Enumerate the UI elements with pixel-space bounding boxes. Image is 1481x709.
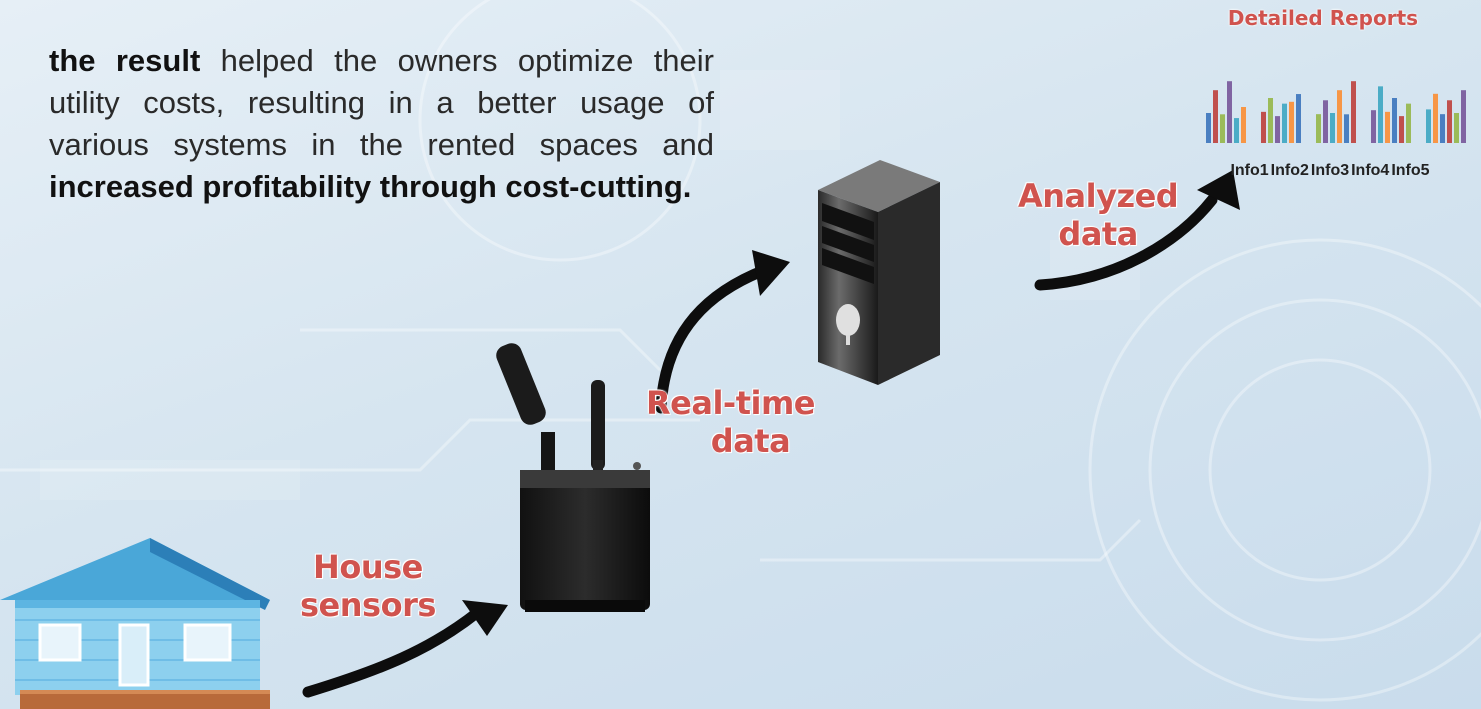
arrow-house-to-router <box>302 606 484 698</box>
summary-tail-bold: increased profitability through cost-cut… <box>49 169 692 204</box>
report-bar <box>1440 114 1445 143</box>
report-bar <box>1268 98 1273 143</box>
report-bar <box>1426 109 1431 143</box>
report-bar <box>1316 114 1321 143</box>
report-bar <box>1323 100 1328 143</box>
summary-body: helped the owners optimize their utility… <box>49 43 714 162</box>
report-bar <box>1296 94 1301 143</box>
report-bar <box>1330 113 1335 143</box>
arrowhead-1 <box>462 600 508 636</box>
report-bar <box>1241 107 1246 143</box>
report-bar <box>1213 90 1218 143</box>
report-bar <box>1399 116 1404 143</box>
arrow-server-to-reports <box>1034 194 1218 291</box>
report-bar <box>1234 118 1239 143</box>
report-bar <box>1392 98 1397 143</box>
house-icon <box>0 538 270 709</box>
gateway-router-icon <box>496 343 650 612</box>
report-bar <box>1351 81 1356 143</box>
report-bar <box>1378 86 1383 143</box>
arrows <box>302 194 1218 698</box>
group-label-1: Info1 <box>1230 162 1269 179</box>
arrow-router-to-server <box>655 262 776 414</box>
summary-paragraph: the result helped the owners optimize th… <box>49 40 714 208</box>
label-real-time-data: Real-time data <box>646 384 816 460</box>
label-house-sensors: House sensors <box>300 548 436 624</box>
report-bar <box>1385 111 1390 143</box>
report-bar <box>1337 90 1342 143</box>
server-icon <box>818 160 940 385</box>
report-bar <box>1227 81 1232 143</box>
group-label-3: Info3 <box>1310 162 1350 179</box>
report-bar <box>1282 103 1287 143</box>
report-bar <box>1220 114 1225 143</box>
reports-title: Detailed Reports <box>1227 6 1419 30</box>
report-bar <box>1206 113 1211 143</box>
report-bar <box>1447 100 1452 143</box>
summary-lead-bold: the result <box>49 43 201 78</box>
label-analyzed-data: Analyzed data <box>1018 177 1179 253</box>
arrowhead-3 <box>1197 170 1240 210</box>
report-bar <box>1461 90 1466 143</box>
report-bar <box>1406 103 1411 143</box>
group-label-4: Info4 <box>1351 162 1390 179</box>
report-bar <box>1275 116 1280 143</box>
report-bar <box>1344 114 1349 143</box>
report-bar <box>1371 110 1376 143</box>
report-bar <box>1433 93 1438 143</box>
report-bar <box>1261 111 1266 143</box>
report-bars <box>1206 81 1466 143</box>
group-label-5: Info5 <box>1391 162 1430 179</box>
report-bar <box>1289 101 1294 143</box>
report-bar <box>1454 113 1459 143</box>
arrowhead-2 <box>752 250 790 296</box>
group-label-2: Info2 <box>1270 162 1309 179</box>
